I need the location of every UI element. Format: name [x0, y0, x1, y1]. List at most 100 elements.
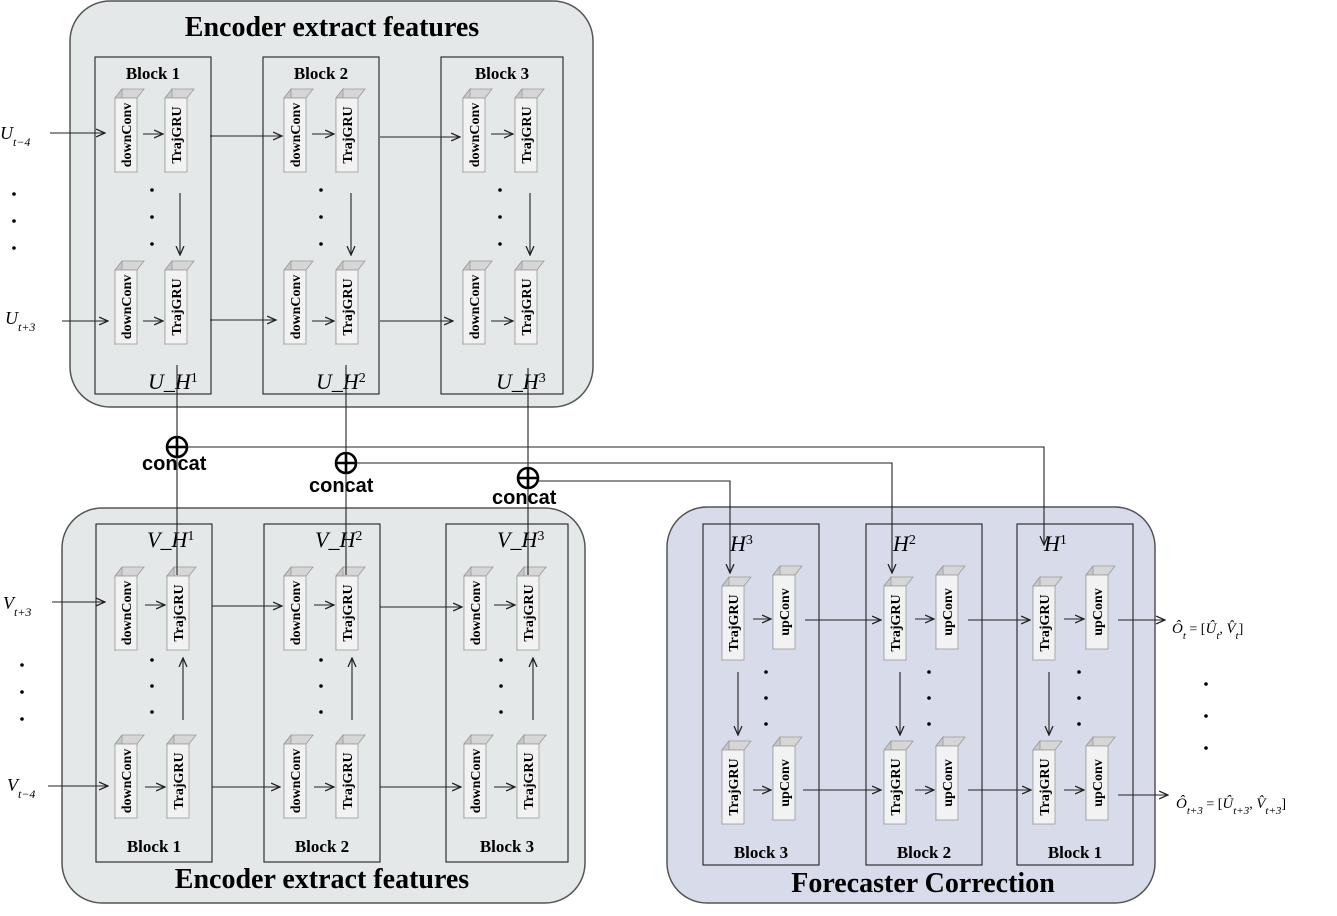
top-b2-trajgru-last: TrajGRU — [335, 259, 366, 346]
fc-b2-dot-0 — [927, 670, 931, 674]
bot-b2-trajgru-first-front-face — [335, 575, 359, 651]
bot-b3-downconv-first-label: downConv — [469, 581, 484, 646]
top-b2-dot-0 — [319, 188, 323, 192]
bot-b2-trajgru-last-front-face — [335, 743, 359, 819]
top-b2-trajgru-first-front-face — [335, 97, 359, 173]
top-b1-trajgru-last-front-face — [164, 269, 188, 345]
top-b3-dot-2 — [498, 242, 502, 246]
top-encoder-title: Encoder extract features — [185, 12, 480, 43]
bot-b2-downconv-last: downConv — [283, 733, 314, 820]
bot-b3-dot-1 — [499, 684, 503, 688]
top-b1-dot-0 — [150, 188, 154, 192]
top-b1-trajgru-first: TrajGRU — [164, 87, 195, 174]
bottom-block-1-label: Block 1 — [127, 837, 181, 856]
top-b3-dot-1 — [498, 215, 502, 219]
top-block-3-hidden: U_H3 — [496, 369, 546, 394]
fc-b2-upconv-last-front-face — [935, 745, 959, 821]
top-encoder-panel — [69, 0, 594, 408]
forecaster-block-2-label: Block 2 — [897, 843, 951, 862]
top-b1-downconv-first-label: downConv — [120, 103, 135, 168]
bot-b1-downconv-last-label: downConv — [120, 749, 135, 814]
concat-2-symbol — [334, 451, 358, 475]
top-block-1-hidden: U_H1 — [148, 369, 198, 394]
fc-b1-trajgru-first-label: TrajGRU — [727, 594, 742, 651]
concat-1-label: concat — [142, 453, 207, 475]
top-b2-downconv-last-label: downConv — [289, 275, 304, 340]
top-b2-downconv-first-front-face — [283, 97, 307, 173]
fc-b3-trajgru-last: TrajGRU — [1032, 739, 1063, 826]
fc-b2-trajgru-first-label: TrajGRU — [889, 594, 904, 651]
bot-b3-trajgru-first-label: TrajGRU — [522, 584, 537, 641]
top-b3-trajgru-last: TrajGRU — [514, 259, 545, 346]
fc-b2-trajgru-last-label: TrajGRU — [889, 758, 904, 815]
bottom-block-3-hidden: V_H3 — [497, 527, 544, 552]
bot-b1-downconv-first-label: downConv — [120, 581, 135, 646]
fc-b2-upconv-first-label: upConv — [941, 588, 956, 635]
bot-b3-trajgru-last-front-face — [516, 743, 540, 819]
bottom-encoder-title: Encoder extract features — [175, 864, 470, 895]
bot-b2-dot-2 — [319, 710, 323, 714]
top-b2-downconv-last-front-face — [283, 269, 307, 345]
top-block-2 — [262, 56, 380, 395]
bot-b2-trajgru-first: TrajGRU — [335, 565, 366, 652]
fc-b3-dot-1 — [1077, 696, 1081, 700]
bottom-input-dot-2 — [20, 717, 24, 721]
top-b2-downconv-last: downConv — [283, 259, 314, 346]
fc-b3-upconv-first: upConv — [1085, 564, 1116, 651]
output-dot-1 — [1204, 714, 1208, 718]
top-b3-downconv-first-front-face — [462, 97, 486, 173]
fc-b3-upconv-first-front-face — [1085, 574, 1109, 650]
input-v-last: Vt−4 — [7, 775, 35, 801]
bot-b3-downconv-last-label: downConv — [469, 749, 484, 814]
top-b2-trajgru-first-label: TrajGRU — [341, 106, 356, 163]
fc-b2-trajgru-first-front-face — [883, 585, 907, 661]
bot-b1-downconv-last-front-face — [114, 743, 138, 819]
forecaster-block-1 — [702, 523, 820, 866]
input-u-first: Ut−4 — [0, 123, 30, 149]
bot-b1-trajgru-last: TrajGRU — [166, 733, 197, 820]
bottom-block-3-label: Block 3 — [480, 837, 534, 856]
top-b2-dot-2 — [319, 242, 323, 246]
top-b3-trajgru-first-label: TrajGRU — [520, 106, 535, 163]
bot-b3-dot-2 — [499, 710, 503, 714]
forecaster-block-1-label: Block 3 — [734, 843, 788, 862]
fc-b2-dot-1 — [927, 696, 931, 700]
top-b3-trajgru-first-front-face — [514, 97, 538, 173]
top-block-3 — [440, 56, 564, 395]
fc-b3-upconv-first-label: upConv — [1091, 588, 1106, 635]
bot-b2-dot-1 — [319, 684, 323, 688]
input-v-first: Vt+3 — [3, 593, 31, 619]
top-input-dot-1 — [12, 219, 16, 223]
top-b2-trajgru-last-front-face — [335, 269, 359, 345]
top-block-2-hidden: U_H2 — [316, 369, 366, 394]
output-dot-2 — [1204, 746, 1208, 750]
fc-b1-dot-1 — [764, 696, 768, 700]
top-b3-trajgru-last-label: TrajGRU — [520, 278, 535, 335]
bottom-block-2-hidden: V_H2 — [315, 527, 362, 552]
top-b3-trajgru-first: TrajGRU — [514, 87, 545, 174]
bot-b3-downconv-first-front-face — [463, 575, 487, 651]
fc-b2-dot-2 — [927, 722, 931, 726]
forecaster-block-2 — [865, 523, 983, 866]
fc-b2-upconv-first: upConv — [935, 564, 966, 651]
top-b2-trajgru-first: TrajGRU — [335, 87, 366, 174]
top-b3-downconv-last-label: downConv — [468, 275, 483, 340]
concat-1-to-h1 — [187, 446, 1044, 545]
bot-b1-dot-1 — [150, 684, 154, 688]
bot-b3-downconv-first: downConv — [463, 565, 494, 652]
top-b2-downconv-first: downConv — [283, 87, 314, 174]
output-first-label: Ôt = [Ût, V̂t] — [1172, 620, 1243, 642]
bottom-block-1 — [95, 523, 213, 863]
top-b3-downconv-first-label: downConv — [468, 103, 483, 168]
bottom-block-1-hidden: V_H1 — [147, 527, 194, 552]
top-b1-downconv-last: downConv — [114, 259, 145, 346]
bottom-input-dot-1 — [20, 690, 24, 694]
top-b1-trajgru-last-label: TrajGRU — [170, 278, 185, 335]
forecaster-block-3-label: Block 1 — [1048, 843, 1102, 862]
fc-b1-upconv-first-front-face — [772, 574, 796, 650]
bot-b2-downconv-last-label: downConv — [289, 749, 304, 814]
concat-3-to-h3 — [538, 480, 730, 573]
concat-2-label: concat — [309, 475, 374, 497]
bot-b1-dot-2 — [150, 710, 154, 714]
